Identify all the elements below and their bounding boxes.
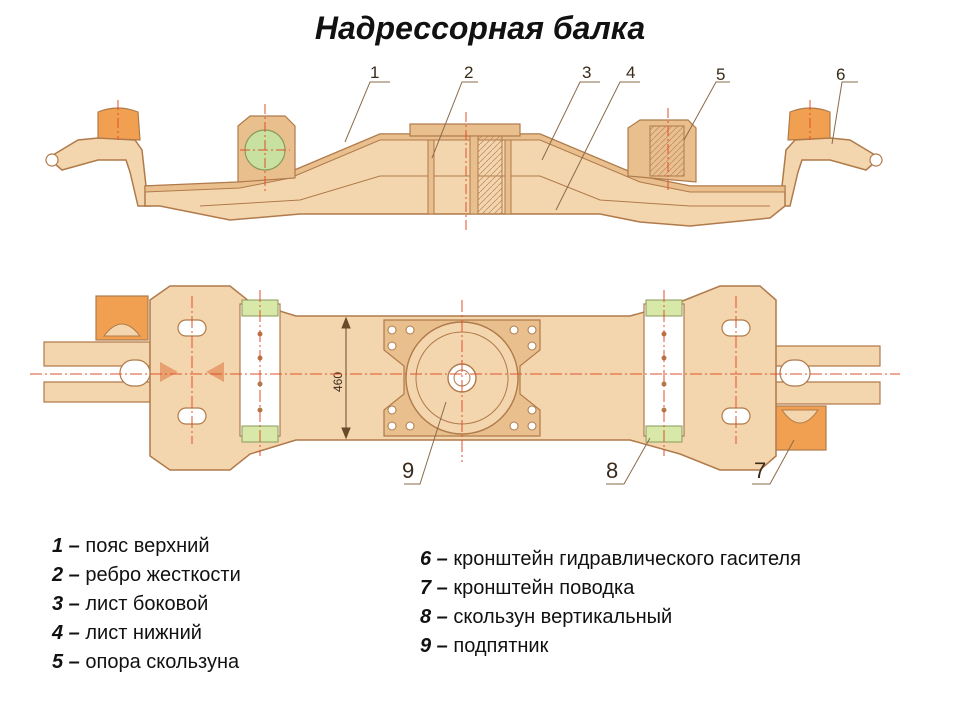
left-end-pin [45,153,59,167]
legend-num: 9 – [420,635,448,657]
plan-slots [119,319,811,425]
legend-num: 8 – [420,606,448,628]
legend-num: 5 – [52,651,80,673]
plan-centerlines [30,290,900,462]
right-damper-bracket [787,107,831,141]
callout-3: 3 [582,63,591,82]
callout-1: 1 [370,63,379,82]
side-view-left-end [46,137,151,207]
legend-text: пояс верхний [85,535,210,557]
side-centerlines [117,100,811,232]
left-damper-bracket [97,107,141,141]
callout-7: 7 [754,458,766,483]
stiffener-rib-2 [469,135,479,215]
right-slider-block [649,125,685,177]
legend-num: 2 – [52,564,80,586]
legend-num: 6 – [420,548,448,570]
legend-text: скользун вертикальный [453,606,673,628]
legend-item: 4 – лист нижний [52,619,241,648]
legend-text: опора скользуна [85,651,240,673]
dimension-460 [341,316,351,440]
legend-text: кронштейн поводка [453,577,635,599]
legend-text: кронштейн гидравлического гасителя [453,548,801,570]
plan-view: 460 9 8 7 [30,285,900,485]
callout-9: 9 [402,458,414,483]
legend-item: 3 – лист боковой [52,590,241,619]
center-pivot-boss [477,135,503,215]
legend-item: 9 – подпятник [420,632,801,661]
plan-leaders [404,401,795,485]
legend-item: 7 – кронштейн поводка [420,574,801,603]
legend-text: подпятник [453,635,549,657]
legend-num: 7 – [420,577,448,599]
callout-5: 5 [716,65,725,84]
pivot-bolt-holes [387,325,537,431]
legend-item: 6 – кронштейн гидравлического гасителя [420,545,801,574]
callout-2: 2 [464,63,473,82]
legend-text: ребро жесткости [85,564,241,586]
legend-left: 1 – пояс верхний 2 – ребро жесткости 3 –… [52,532,241,677]
legend-text: лист боковой [85,593,209,615]
stiffener-rib-3 [504,139,512,215]
side-view-right-end [777,137,882,207]
side-view: 1 2 3 4 5 6 [45,63,883,232]
dimension-label: 460 [331,372,345,392]
legend-item: 5 – опора скользуна [52,648,241,677]
legend-num: 4 – [52,622,80,644]
plan-right-fork-lower [769,381,881,405]
legend-item: 1 – пояс верхний [52,532,241,561]
plan-arrow-marks [160,362,224,382]
legend-item: 2 – ребро жесткости [52,561,241,590]
page-title: Надрессорная балка [314,10,646,46]
legend-right: 6 – кронштейн гидравлического гасителя 7… [420,545,801,661]
center-top-plate [409,123,521,137]
callout-6: 6 [836,65,845,84]
callout-4: 4 [626,63,635,82]
legend-num: 3 – [52,593,80,615]
stiffener-rib-1 [427,139,435,215]
legend-item: 8 – скользун вертикальный [420,603,801,632]
right-end-pin [869,153,883,167]
legend-num: 1 – [52,535,80,557]
callout-8: 8 [606,458,618,483]
bottom-sheet [199,175,770,207]
side-leaders [344,81,858,211]
legend-text: лист нижний [85,622,202,644]
top-chord [144,133,786,193]
